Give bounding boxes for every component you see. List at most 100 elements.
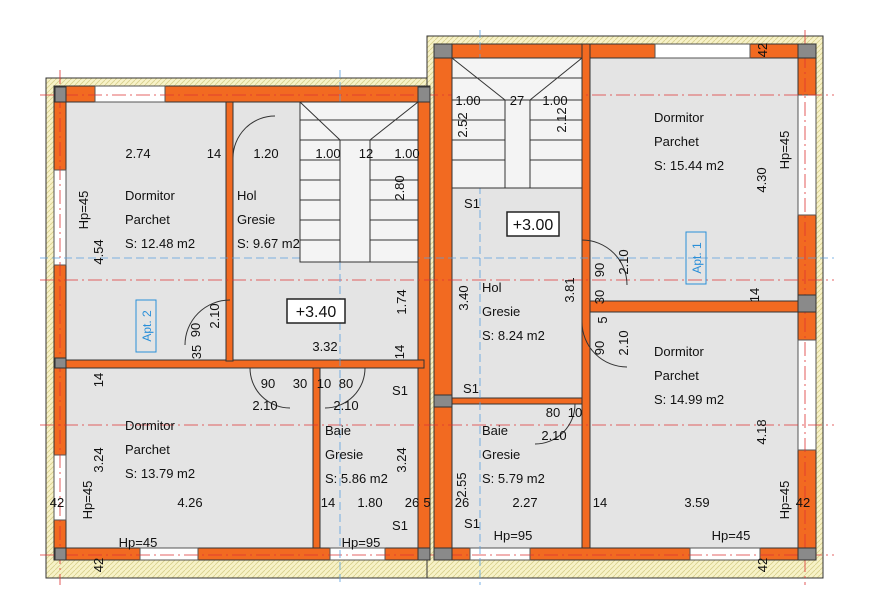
dimension-label: S1 <box>463 381 479 396</box>
dimension-label: 26 <box>455 495 469 510</box>
dimension-label: 2.10 <box>207 303 222 328</box>
room-floor: Gresie <box>325 447 363 462</box>
level-tag-right: +3.00 <box>506 211 560 237</box>
room-area: S: 5.79 m2 <box>482 471 545 486</box>
dimension-label: 5 <box>595 316 610 323</box>
dimension-label: Hp=45 <box>777 131 792 170</box>
dimension-label: 2.10 <box>541 428 566 443</box>
dimension-label: Hp=45 <box>76 191 91 230</box>
dimension-label: 3.40 <box>456 285 471 310</box>
dimension-label: 12 <box>359 146 373 161</box>
dimension-label: 14 <box>747 288 762 302</box>
dimension-label: 3.24 <box>394 447 409 472</box>
dimension-label: S1 <box>464 516 480 531</box>
dimension-label: 14 <box>593 495 607 510</box>
dimension-label: 3.32 <box>312 339 337 354</box>
room-area: S: 14.99 m2 <box>654 392 724 407</box>
dimension-label: 14 <box>321 495 335 510</box>
room-area: S: 5.86 m2 <box>325 471 388 486</box>
columns <box>54 43 817 561</box>
dimension-label: 10 <box>317 376 331 391</box>
room-floor: Gresie <box>482 447 520 462</box>
room-name: Hol <box>237 188 257 203</box>
apartment-label: Apt. 2 <box>140 310 154 342</box>
dimension-label: Hp=95 <box>342 535 381 550</box>
dimension-label: 1.00 <box>455 93 480 108</box>
dimension-label: 1.80 <box>357 495 382 510</box>
dimension-label: 1.00 <box>315 146 340 161</box>
dimension-label: 80 <box>339 376 353 391</box>
room-area: S: 9.67 m2 <box>237 236 300 251</box>
apartment-tag-2: Apt. 2 <box>135 299 157 353</box>
dimension-label: 42 <box>755 43 770 57</box>
room-name: Dormitor <box>125 188 176 203</box>
room-area: S: 8.24 m2 <box>482 328 545 343</box>
dimension-label: Hp=45 <box>777 481 792 520</box>
dimension-label: Hp=45 <box>80 481 95 520</box>
room-name: Baie <box>482 423 508 438</box>
dimension-label: 2.12 <box>554 107 569 132</box>
room-area: S: 12.48 m2 <box>125 236 195 251</box>
staircase-right <box>451 57 583 189</box>
door-swings <box>184 115 628 445</box>
dimension-label: 1.20 <box>253 146 278 161</box>
dimension-label: 14 <box>207 146 221 161</box>
room-name: Dormitor <box>125 418 176 433</box>
level-tag-left: +3.40 <box>286 298 346 324</box>
room-name: Dormitor <box>654 110 705 125</box>
level-value: +3.00 <box>513 217 554 234</box>
dimension-label: 42 <box>91 558 106 572</box>
dimension-label: 14 <box>392 345 407 359</box>
dimension-label: S1 <box>392 518 408 533</box>
dimension-label: 42 <box>755 558 770 572</box>
dimension-label: 2.10 <box>333 398 358 413</box>
dimension-label: 1.74 <box>394 289 409 314</box>
dimension-label: 2.80 <box>392 175 407 200</box>
room-name: Hol <box>482 280 502 295</box>
dimension-label: 3.81 <box>562 277 577 302</box>
dimension-label: 2.74 <box>125 146 150 161</box>
apartment-label: Apt. 1 <box>690 242 704 274</box>
dimension-label: 4.30 <box>754 167 769 192</box>
dimension-label: 14 <box>91 373 106 387</box>
dimension-label: 26 <box>405 495 419 510</box>
dimension-label: 1.00 <box>542 93 567 108</box>
dimension-label: 2.27 <box>512 495 537 510</box>
dimension-label: 90 <box>188 323 203 337</box>
dimension-label: 10 <box>568 405 582 420</box>
staircase-left <box>299 101 419 263</box>
dimension-label: 2.10 <box>252 398 277 413</box>
room-name: Baie <box>325 423 351 438</box>
dimension-label: 4.26 <box>177 495 202 510</box>
dimension-label: 30 <box>293 376 307 391</box>
room-name: Dormitor <box>654 344 705 359</box>
apartment-tag-1: Apt. 1 <box>685 231 707 285</box>
room-area: S: 13.79 m2 <box>125 466 195 481</box>
dimension-label: 1.00 <box>394 146 419 161</box>
dimension-label: 90 <box>592 341 607 355</box>
dimension-label: 2.52 <box>455 112 470 137</box>
room-area: S: 15.44 m2 <box>654 158 724 173</box>
level-value: +3.40 <box>296 304 337 321</box>
dimension-label: 3.59 <box>684 495 709 510</box>
room-floor: Parchet <box>654 134 699 149</box>
dimension-label: Hp=45 <box>712 528 751 543</box>
dimension-label: 90 <box>592 263 607 277</box>
dimension-label: S1 <box>392 383 408 398</box>
room-floor: Gresie <box>482 304 520 319</box>
windows <box>53 43 817 561</box>
room-floor: Parchet <box>125 442 170 457</box>
dimension-label: 5 <box>423 495 430 510</box>
dimension-label: 90 <box>261 376 275 391</box>
dimension-label: 2.10 <box>616 249 631 274</box>
dimension-label: 35 <box>189 345 204 359</box>
dimension-label: 2.10 <box>616 330 631 355</box>
dimension-label: 42 <box>796 495 810 510</box>
dimension-label: 30 <box>592 290 607 304</box>
dimension-label: Hp=45 <box>119 535 158 550</box>
dimension-label: 80 <box>546 405 560 420</box>
dimension-label: 4.18 <box>754 419 769 444</box>
dimension-label: 4.54 <box>91 239 106 264</box>
